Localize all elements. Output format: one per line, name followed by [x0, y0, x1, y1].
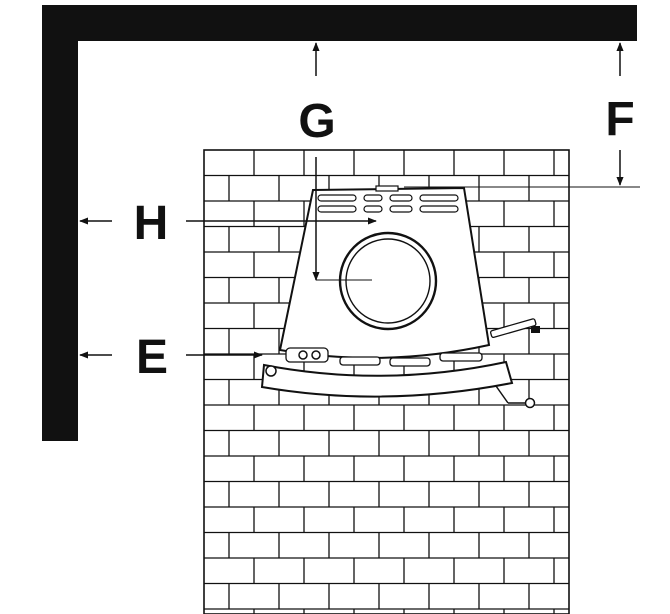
side-handle [489, 318, 540, 339]
label-f: F [605, 93, 634, 146]
vent-slot [363, 205, 383, 213]
leg-and-lever [495, 385, 536, 409]
knob [298, 350, 308, 360]
air-vent-slots [317, 194, 459, 213]
stove-base [260, 360, 514, 398]
ash-vent-slot [439, 352, 483, 362]
side-wall [42, 5, 78, 441]
ash-vent-slot [389, 357, 431, 367]
vent-slot [419, 205, 459, 213]
vent-slot [389, 205, 413, 213]
front-ash-vents [339, 352, 483, 367]
control-knobs [285, 347, 329, 363]
vent-slot [389, 194, 413, 202]
ash-vent-slot [339, 356, 381, 366]
vent-slot [363, 194, 383, 202]
label-e: E [136, 331, 168, 384]
handle-bar [489, 318, 537, 339]
label-g: G [298, 95, 335, 148]
flue-inner-ring [345, 238, 431, 324]
handle-tip [531, 326, 540, 333]
stove [260, 185, 540, 409]
label-h: H [134, 197, 169, 250]
lever-rod [495, 385, 509, 404]
stove-left-foot [265, 365, 277, 377]
vent-slot [317, 194, 357, 202]
ceiling-wall [42, 5, 637, 41]
flue-outlet [338, 231, 438, 331]
combustible-walls [42, 5, 637, 441]
dimension-arrows [79, 42, 640, 359]
lever-knob [524, 397, 536, 409]
knob [311, 350, 321, 360]
stove-top-cap [375, 185, 399, 192]
vent-slot [419, 194, 459, 202]
vent-slot [317, 205, 357, 213]
